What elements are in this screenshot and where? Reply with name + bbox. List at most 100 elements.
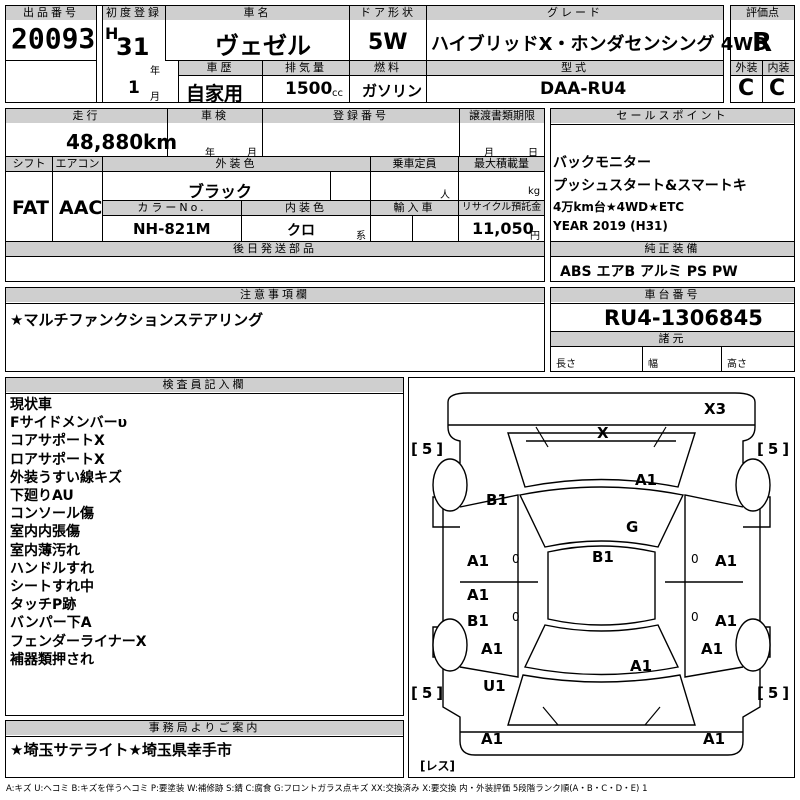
- inspector-line: Fサイドメンバーυ: [10, 415, 128, 432]
- office-box: [5, 720, 404, 778]
- color-no-value: NH-821M: [133, 220, 211, 238]
- dims-height: 高さ: [727, 359, 747, 370]
- windshield: [518, 486, 685, 548]
- inspector-line: フェンダーライナーX: [10, 633, 147, 650]
- model-value: DAA-RU4: [540, 79, 627, 99]
- max-load-label: 最大積載量: [459, 157, 544, 171]
- damage-mark: A1: [715, 552, 738, 570]
- zero-mark: 0: [691, 610, 699, 624]
- dims-length: 長さ: [556, 359, 576, 370]
- inspection-label: 車検: [168, 109, 262, 123]
- vehicle-header-table: [5, 5, 724, 103]
- rear-hatch: [507, 674, 696, 726]
- tire-rear-right-label: [5]: [757, 684, 790, 702]
- notes-box: [5, 287, 545, 372]
- wheel-front-left: [432, 458, 468, 512]
- recycle-label: リサイクル預託金: [459, 201, 544, 215]
- chassis-value: RU4-1306845: [604, 306, 763, 330]
- rear-window: [523, 624, 680, 676]
- tire-front-right-label: [5]: [757, 440, 790, 458]
- damage-mark: A1: [715, 612, 738, 630]
- sales-points-label: セールスポイント: [551, 109, 794, 123]
- aircon-label: エアコン: [53, 157, 102, 171]
- spare-tire-label: [レス]: [420, 759, 455, 773]
- sales-point-line: プッシュスタート&スマートキ: [553, 178, 747, 194]
- door-label: ドア形状: [350, 6, 426, 20]
- inspection-year-unit: 年: [205, 148, 215, 159]
- tire-rear-left-label: [5]: [411, 684, 444, 702]
- shift-label: シフト: [6, 157, 52, 171]
- inspector-line: コアサポートX: [10, 433, 105, 450]
- roof: [547, 545, 656, 626]
- grade-label: グレード: [427, 6, 723, 20]
- first-reg-year-unit: 年: [150, 66, 160, 77]
- max-load-unit: kg: [528, 186, 541, 197]
- transfer-label: 譲渡書類期限: [460, 109, 544, 123]
- damage-mark: A1: [630, 657, 653, 675]
- damage-mark: U1: [483, 677, 506, 695]
- damage-mark: B1: [467, 612, 489, 630]
- transfer-day-unit: 日: [528, 148, 538, 159]
- damage-mark: G: [626, 518, 639, 536]
- inspection-month-unit: 月: [247, 148, 257, 159]
- transfer-month-unit: 月: [484, 148, 494, 159]
- damage-mark: A1: [701, 640, 724, 658]
- recycle-value: 11,050: [472, 219, 534, 238]
- damage-mark: X: [597, 424, 609, 442]
- inspector-line: ハンドルすれ: [10, 560, 94, 577]
- capacity-unit: 人: [440, 190, 450, 201]
- equipment-value: ABS エアB アルミ PS PW: [560, 264, 738, 280]
- wheel-rear-left: [432, 618, 468, 672]
- later-parts-label: 後日発送部品: [6, 242, 544, 256]
- score-value: R: [752, 28, 773, 58]
- damage-mark: B1: [592, 548, 614, 566]
- lot-label: 出品番号: [6, 6, 96, 20]
- damage-mark: B1: [486, 491, 508, 509]
- car-diagram-box: [408, 377, 795, 778]
- wheel-front-right: [735, 458, 771, 512]
- dims-label: 諸元: [551, 332, 794, 346]
- sales-points-box: [550, 108, 795, 282]
- car-body-outline: [442, 392, 761, 756]
- sales-point-line: YEAR 2019 (H31): [553, 219, 668, 233]
- left-side-panel: [459, 494, 519, 678]
- tire-front-left-label: [5]: [411, 440, 444, 458]
- chassis-box: [550, 287, 795, 372]
- zero-mark: 0: [691, 552, 699, 566]
- displacement-value: 1500: [285, 79, 333, 99]
- damage-mark: A1: [703, 730, 726, 748]
- zero-mark: 0: [512, 552, 520, 566]
- damage-mark: A1: [467, 586, 490, 604]
- damage-mark: X3: [704, 400, 727, 418]
- inspector-line: タッチP跡: [10, 597, 77, 614]
- car-name-label: 車名: [166, 6, 349, 20]
- inspector-line: ロアサポートX: [10, 451, 105, 468]
- first-reg-era: H: [105, 24, 119, 43]
- import-label: 輸入車: [371, 201, 458, 215]
- int-score-value: C: [769, 76, 786, 101]
- legend-text: A:キズ U:ヘコミ B:キズを伴うヘコミ P:要塗装 W:補修跡 S:錆 C:…: [6, 784, 648, 794]
- displacement-label: 排気量: [263, 61, 349, 75]
- inspector-line: シートすれ中: [10, 579, 94, 596]
- inspector-line: バンパー下A: [10, 615, 92, 632]
- inspector-line: 室内薄汚れ: [10, 542, 80, 559]
- fuel-value: ガソリン: [362, 82, 423, 100]
- first-reg-label: 初度登録: [103, 6, 165, 20]
- ext-color-value: ブラック: [188, 182, 253, 201]
- inspector-lines: 現状車 Fサイドメンバーυ コアサポートX ロアサポートX 外装うすい線キズ 下…: [10, 396, 147, 669]
- mileage-unit: km: [143, 130, 178, 154]
- office-label: 事務局よりご案内: [6, 721, 403, 735]
- aircon-value: AAC: [59, 197, 103, 219]
- damage-mark: A1: [467, 552, 490, 570]
- mileage-value: 48,880: [66, 130, 144, 154]
- notes-value: ★マルチファンクションステアリング: [10, 311, 264, 329]
- score-label: 評価点: [731, 6, 794, 20]
- fuel-label: 燃料: [350, 61, 426, 75]
- inspector-line: 補器類押され: [10, 651, 94, 668]
- inspector-label: 検査員記入欄: [6, 378, 403, 392]
- first-reg-month: 1: [128, 78, 140, 98]
- grade-value: ハイブリッドX・ホンダセンシング 4WD: [431, 34, 769, 55]
- displacement-unit: cc: [332, 88, 343, 99]
- ext-score-label: 外装: [731, 61, 762, 75]
- mileage-label: 走行: [6, 109, 167, 123]
